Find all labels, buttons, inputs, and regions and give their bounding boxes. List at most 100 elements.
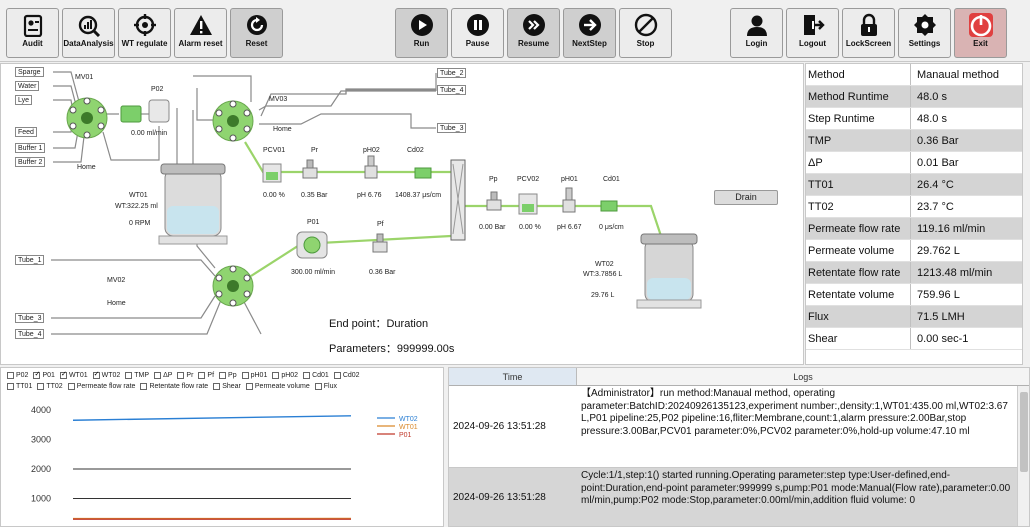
log-message: 【Administrator】run method:Manaual method…	[581, 388, 1008, 437]
pause-button[interactable]: Pause	[451, 8, 504, 58]
checkbox-box[interactable]	[213, 383, 221, 390]
logout-icon	[803, 15, 825, 35]
checkbox-box[interactable]	[33, 370, 41, 379]
reset-label: Reset	[245, 39, 268, 48]
series-checkbox[interactable]: P02	[7, 372, 28, 379]
checkbox-box[interactable]	[198, 372, 206, 379]
checkbox-box[interactable]	[7, 383, 14, 390]
checkbox-box[interactable]	[241, 372, 249, 379]
checkbox-box[interactable]	[333, 372, 341, 379]
checkbox-label: pH02	[281, 372, 299, 379]
ph01-label: pH01	[561, 176, 578, 183]
checkbox-box[interactable]	[272, 372, 280, 379]
exit-button[interactable]: Exit	[954, 8, 1007, 58]
pause-label: Pause	[465, 39, 490, 48]
checkbox-box[interactable]	[140, 383, 148, 390]
lock-screen-label: LockScreen	[845, 39, 892, 48]
inlet-lye: Lye	[15, 95, 33, 105]
lock-icon	[860, 13, 877, 36]
series-checkbox[interactable]: Cd01	[303, 372, 329, 379]
checkbox-box[interactable]	[303, 372, 311, 379]
series-checkbox[interactable]: Pr	[177, 372, 193, 379]
inlet-water: Water	[15, 81, 40, 91]
series-checkbox[interactable]: ΔP	[154, 372, 172, 379]
series-checkbox[interactable]: WT01	[59, 370, 88, 379]
logs-message-header[interactable]: Logs	[793, 372, 813, 382]
wt02-volume: 29.76 L	[591, 292, 615, 299]
run-button[interactable]: Run	[395, 8, 448, 58]
next-step-button[interactable]: NextStep	[563, 8, 616, 58]
wt01-label: WT01	[129, 192, 148, 199]
checkbox-box[interactable]	[67, 383, 75, 390]
checkbox-box[interactable]	[92, 370, 100, 379]
checkbox-label: Cd01	[312, 372, 329, 379]
logout-button[interactable]: Logout	[786, 8, 839, 58]
checkbox-box[interactable]	[154, 372, 162, 379]
param-value: 0.01 Bar	[917, 157, 959, 169]
checkbox-box[interactable]	[177, 372, 185, 379]
checkbox-label: Shear	[222, 383, 241, 390]
data-analysis-label: DataAnalysis	[63, 39, 114, 48]
pcv02-label: PCV02	[517, 176, 540, 183]
stop-button[interactable]: Stop	[619, 8, 672, 58]
series-checkbox[interactable]: Cd02	[333, 372, 360, 379]
series-checkbox[interactable]: P01	[33, 370, 55, 379]
checkbox-box[interactable]	[125, 372, 133, 379]
series-checkbox[interactable]: pH02	[272, 372, 298, 379]
stop-icon	[634, 13, 657, 37]
ph01-value: pH 6.67	[557, 224, 582, 231]
wt-regulate-button[interactable]: WT regulate	[118, 8, 171, 58]
param-value: 0.00 sec-1	[917, 333, 969, 345]
series-checkbox[interactable]: Permeate volume	[245, 383, 310, 390]
resume-button[interactable]: Resume	[507, 8, 560, 58]
pr-label: Pr	[311, 147, 318, 154]
tube-3-top: Tube_3	[437, 123, 467, 133]
cd02-label: Cd02	[407, 147, 424, 154]
warning-icon	[189, 15, 212, 35]
checkbox-label: Permeate volume	[254, 383, 310, 390]
log-row[interactable]: 2024-09-26 13:51:28【Administrator】run me…	[449, 386, 1029, 468]
checkbox-label: P02	[16, 372, 29, 379]
next-step-label: NextStep	[572, 39, 607, 48]
series-checkbox[interactable]: TMP	[125, 372, 149, 379]
reset-button[interactable]: Reset	[230, 8, 283, 58]
logs-scrollbar-thumb[interactable]	[1020, 392, 1028, 472]
series-checkbox[interactable]: WT02	[92, 370, 120, 379]
checkbox-box[interactable]	[37, 383, 45, 390]
checkbox-box[interactable]	[59, 370, 67, 379]
login-button[interactable]: Login	[730, 8, 783, 58]
series-checkbox[interactable]: Shear	[213, 383, 241, 390]
settings-button[interactable]: Settings	[898, 8, 951, 58]
checkbox-box[interactable]	[219, 372, 227, 379]
y-tick-label: 3000	[31, 434, 51, 444]
checkbox-box[interactable]	[7, 372, 14, 379]
pcv01-value: 0.00 %	[263, 192, 285, 199]
series-checkbox[interactable]: Flux	[314, 383, 337, 390]
series-checkbox[interactable]: Pf	[198, 372, 214, 379]
mv03-label: MV03	[269, 96, 288, 103]
series-checkbox[interactable]: Pp	[219, 372, 237, 379]
series-checkbox[interactable]: TT02	[37, 383, 63, 390]
logs-scrollbar[interactable]	[1017, 386, 1029, 526]
series-checkbox[interactable]: TT01	[7, 383, 32, 390]
checkbox-label: Permeate flow rate	[76, 383, 136, 390]
mv02-label: MV02	[107, 277, 126, 284]
param-name: Retentate flow rate	[806, 262, 911, 283]
series-checkbox[interactable]: Permeate flow rate	[67, 383, 136, 390]
audit-button[interactable]: Audit	[6, 8, 59, 58]
logs-time-header[interactable]: Time	[449, 368, 577, 385]
alarm-reset-button[interactable]: Alarm reset	[174, 8, 227, 58]
series-checkbox[interactable]: pH01	[241, 372, 267, 379]
series-checkbox[interactable]: Retentate flow rate	[140, 383, 208, 390]
data-analysis-button[interactable]: DataAnalysis	[62, 8, 115, 58]
checkbox-box[interactable]	[245, 383, 253, 390]
param-name: ΔP	[806, 152, 911, 173]
wt02-weight: WT:3.7856 L	[583, 271, 623, 278]
checkbox-box[interactable]	[314, 383, 322, 390]
lock-screen-button[interactable]: LockScreen	[842, 8, 895, 58]
drain-button[interactable]: Drain	[714, 190, 778, 205]
